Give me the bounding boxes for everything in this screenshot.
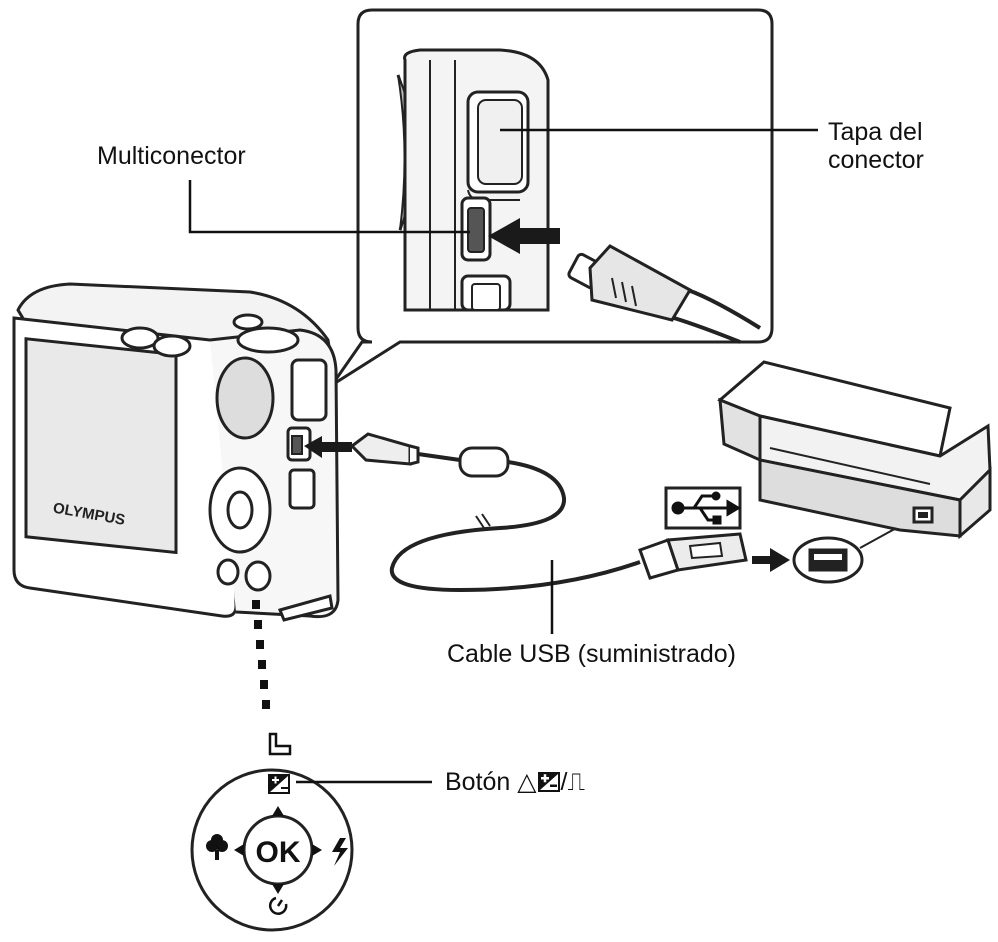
printer-port-arrow <box>752 548 790 572</box>
usb-cable-label: Cable USB (suministrado) <box>447 640 736 668</box>
leader-lines <box>188 128 818 784</box>
multiconnector-port <box>460 196 492 262</box>
connector-cover <box>466 90 530 201</box>
camera-body <box>12 282 340 622</box>
button-label-text: Botón <box>445 768 511 796</box>
usb-icon <box>664 486 742 530</box>
macro-flower-icon <box>206 834 228 860</box>
insert-arrow <box>488 218 560 254</box>
connector-cover-label: Tapa del conector <box>828 118 924 174</box>
printer-usb-port <box>792 525 901 584</box>
button-label: Botón △ /⎍ <box>445 767 585 797</box>
up-triangle-icon: △ <box>517 767 537 796</box>
self-timer-icon <box>269 896 288 915</box>
exposure-compensation-icon <box>537 772 560 792</box>
ok-button-label: OK <box>256 836 301 869</box>
dotted-leader <box>252 600 270 709</box>
connector-cover-label-line1: Tapa del <box>828 118 923 146</box>
multiconnector-label: Multiconector <box>97 142 246 170</box>
exposure-compensation-icon <box>268 774 290 794</box>
camera-side-closeup <box>396 48 550 312</box>
flash-icon <box>332 838 348 866</box>
printer <box>717 360 992 540</box>
print-icon: ⎍ <box>567 767 585 796</box>
control-pad-closeup: OK <box>190 768 354 932</box>
camera-port-arrow <box>304 436 352 458</box>
usb-plug-closeup <box>567 244 762 344</box>
usb-cable <box>349 432 748 593</box>
connector-cover-label-line2: conector <box>828 146 924 174</box>
button-label-separator: / <box>560 768 568 796</box>
print-icon <box>268 732 292 756</box>
